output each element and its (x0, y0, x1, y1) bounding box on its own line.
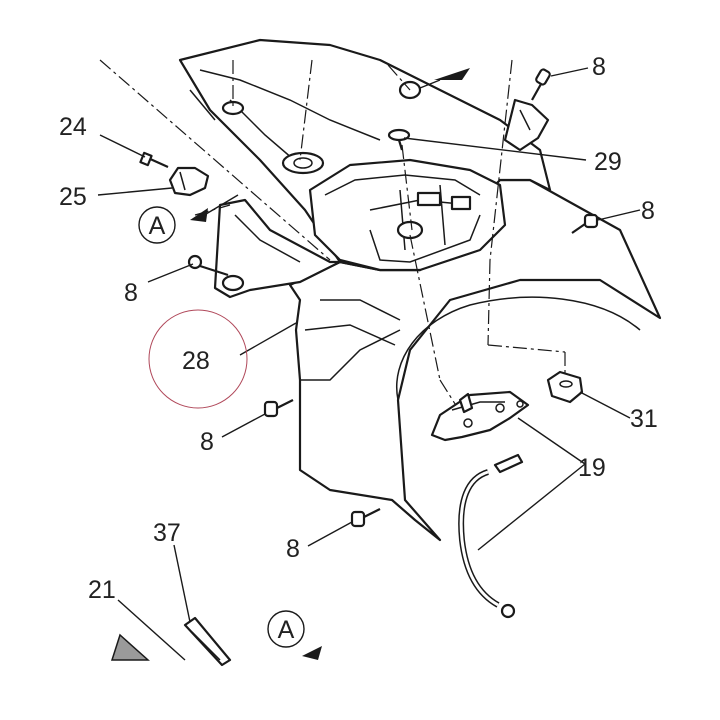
label-8-right: 8 (641, 197, 655, 225)
label-31: 31 (630, 405, 658, 433)
direction-arrows (190, 68, 470, 660)
label-37: 37 (153, 519, 181, 547)
clip-25 (168, 166, 210, 197)
label-29: 29 (594, 148, 622, 176)
label-21: 21 (88, 576, 116, 604)
label-8-upper-right: 8 (592, 53, 606, 81)
seat-lock-19 (430, 390, 530, 442)
label-8-left: 8 (124, 279, 138, 307)
upper-right-bracket (503, 98, 550, 152)
screw-8-middle (263, 399, 294, 418)
view-a-callout-lower: A (267, 610, 305, 648)
panel-21 (110, 633, 150, 661)
label-24: 24 (59, 113, 87, 141)
screw-8-right (571, 213, 599, 234)
part-number-labels: 24 25 8 28 8 8 8 8 29 31 19 37 21 (59, 53, 658, 604)
view-a-label-lower: A (278, 616, 295, 644)
screw-8-upper-right (531, 68, 551, 101)
screw-29 (387, 128, 411, 151)
screw-8-left (187, 254, 229, 277)
seat-recess (308, 158, 507, 272)
screw-8-lower (350, 508, 381, 528)
label-19: 19 (578, 454, 606, 482)
label-8-middle: 8 (200, 428, 214, 456)
strip-37 (183, 616, 232, 667)
assembly-centre-lines (99, 59, 566, 416)
label-25: 25 (59, 183, 87, 211)
screw-24 (139, 151, 169, 169)
label-28: 28 (182, 347, 210, 375)
view-a-callout-upper: A (138, 206, 176, 244)
leader-lines (97, 67, 641, 661)
top-sockets (221, 80, 422, 175)
label-8-lower: 8 (286, 535, 300, 563)
part-28-highlight-circle (148, 309, 248, 409)
view-a-label-upper: A (149, 212, 166, 240)
clip-nut-31 (546, 370, 584, 404)
left-tail-bracket (213, 198, 342, 299)
cable-19 (458, 453, 524, 619)
